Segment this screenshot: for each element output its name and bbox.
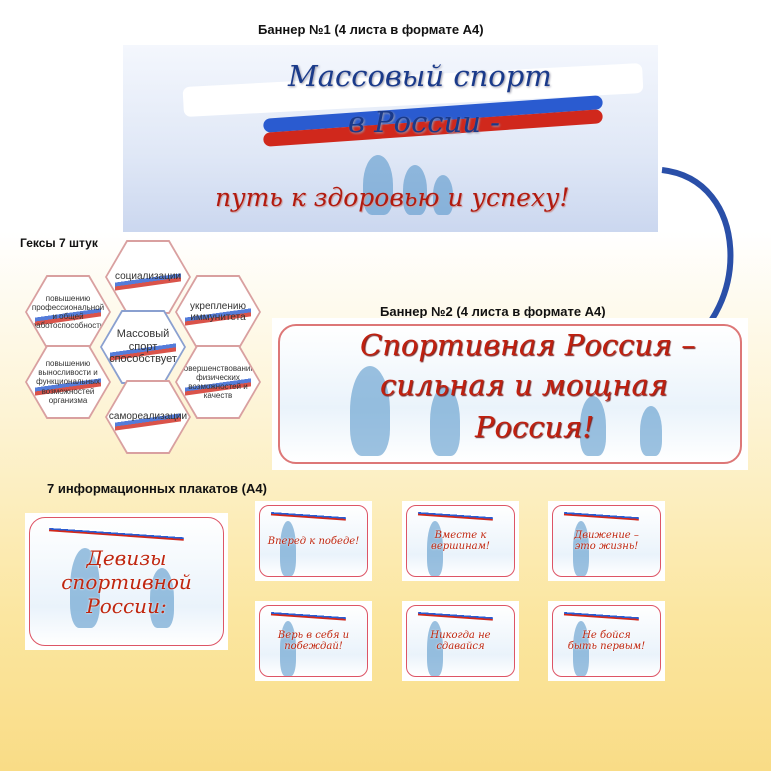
poster: Верь в себя и побеждай! bbox=[255, 601, 372, 681]
poster-text: Вместе к вершинам! bbox=[431, 530, 490, 552]
poster-main-line3: России: bbox=[86, 593, 167, 618]
hex: социализации bbox=[105, 240, 191, 314]
banner1-title-line1: Массовый спорт bbox=[288, 59, 552, 93]
banner1-subtitle: путь к здоровью и успеху! bbox=[215, 183, 570, 212]
poster-text: Никогда не сдавайся bbox=[430, 630, 491, 652]
poster-main: Девизы спортивной России: bbox=[25, 513, 228, 650]
banner1-title-line2: в России - bbox=[348, 105, 500, 139]
hex-text: укреплению иммунитета bbox=[190, 300, 246, 324]
banner1-preview: Массовый спорт в России - путь к здоровь… bbox=[123, 45, 658, 232]
poster-main-line1: Девизы bbox=[86, 545, 167, 570]
poster-main-line2: спортивной bbox=[61, 569, 192, 594]
hex: повышению профессиональной и общей работ… bbox=[25, 275, 111, 349]
banner2-preview: Спортивная Россия – сильная и мощная Рос… bbox=[272, 318, 748, 470]
hex-text: повышению выносливости и функциональных … bbox=[36, 359, 100, 405]
banner2-line3: Россия! bbox=[475, 410, 594, 444]
poster: Движение – это жизнь! bbox=[548, 501, 665, 581]
banner1-label: Баннер №1 (4 листа в формате А4) bbox=[258, 22, 484, 37]
banner2-line2: сильная и мощная bbox=[380, 368, 669, 402]
poster-text: Вперед к победе! bbox=[267, 535, 360, 547]
banner2-label: Баннер №2 (4 листа в формате А4) bbox=[380, 304, 606, 319]
hex-text: социализации bbox=[115, 271, 182, 283]
hex-center: Массовый спорт способствует bbox=[100, 310, 186, 384]
hex: совершенствованию физических возможносте… bbox=[175, 345, 261, 419]
poster-text: Верь в себя и побеждай! bbox=[277, 630, 350, 652]
poster: Никогда не сдавайся bbox=[402, 601, 519, 681]
poster: Не бойся быть первым! bbox=[548, 601, 665, 681]
hex: укреплению иммунитета bbox=[175, 275, 261, 349]
poster: Вместе к вершинам! bbox=[402, 501, 519, 581]
hex-text: самореализации bbox=[108, 411, 188, 423]
hex-text: Массовый спорт способствует bbox=[109, 328, 177, 366]
hex: самореализации bbox=[105, 380, 191, 454]
poster-text: Не бойся быть первым! bbox=[567, 630, 646, 652]
poster-text: Движение – это жизнь! bbox=[574, 530, 639, 552]
hex-text: повышению профессиональной и общей работ… bbox=[31, 293, 105, 331]
poster: Вперед к победе! bbox=[255, 501, 372, 581]
hex-text: совершенствованию физических возможносте… bbox=[179, 363, 257, 401]
hex: повышению выносливости и функциональных … bbox=[25, 345, 111, 419]
banner2-line1: Спортивная Россия – bbox=[360, 328, 696, 362]
posters-label: 7 информационных плакатов (А4) bbox=[47, 481, 267, 496]
hexes-label: Гексы 7 штук bbox=[20, 236, 98, 250]
